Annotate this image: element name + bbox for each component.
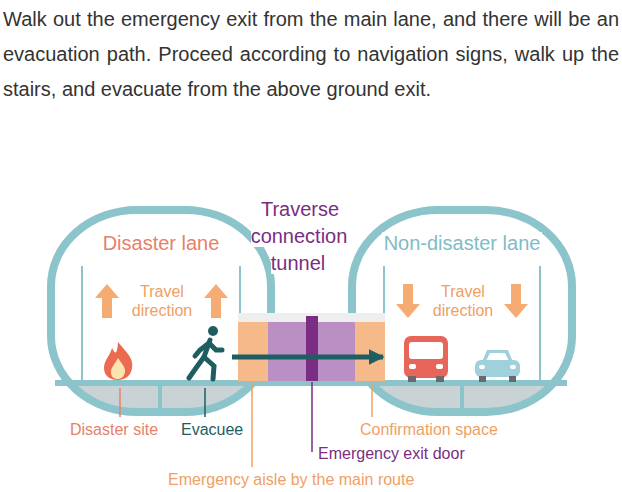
block: Disaster lane bbox=[47, 230, 275, 257]
part-label: Confirmation space bbox=[360, 420, 498, 439]
traverse-tunnel bbox=[238, 313, 385, 381]
part-label: Emergency exit door bbox=[318, 444, 465, 463]
block: Non-disaster lane bbox=[348, 230, 576, 257]
block: Traverse connection tunnel bbox=[230, 196, 368, 277]
part-label: Disaster site bbox=[70, 420, 158, 439]
fire-icon bbox=[104, 342, 132, 380]
node-title: Non-disaster lane bbox=[382, 232, 543, 254]
evacuee-figure bbox=[189, 326, 222, 379]
direction-label: Travel direction bbox=[122, 282, 202, 320]
car-icon bbox=[475, 350, 520, 382]
part-label: Emergency aisle by the main route bbox=[168, 470, 414, 489]
lane-wall bbox=[82, 266, 540, 382]
direction-label: Travel direction bbox=[423, 282, 503, 320]
node-title: Disaster lane bbox=[101, 232, 222, 254]
evacuation-arrow bbox=[232, 355, 383, 360]
title-text: Walk out the emergency exit from the mai… bbox=[3, 2, 619, 107]
bus-icon bbox=[404, 336, 448, 382]
node-title: Traverse connection tunnel bbox=[251, 198, 348, 274]
connection-tunnel: Traverse connection tunnel bbox=[238, 196, 385, 382]
part-label: Evacuee bbox=[181, 420, 243, 439]
